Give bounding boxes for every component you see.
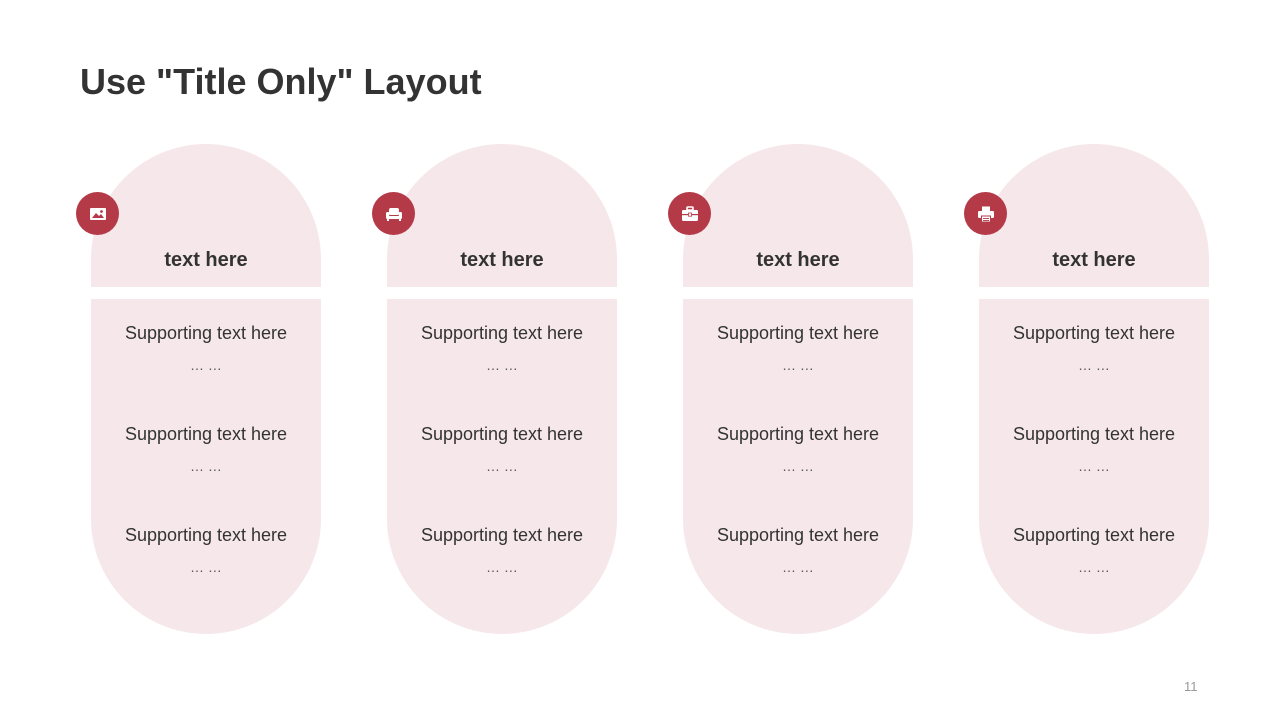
printer-icon xyxy=(977,206,994,222)
icon-badge xyxy=(372,192,415,235)
support-item: Supporting text here … … xyxy=(683,524,913,575)
support-text: Supporting text here xyxy=(420,525,584,545)
support-dots: … … xyxy=(782,559,814,575)
card-2: text here Supporting text here … … Suppo… xyxy=(372,144,617,634)
support-dots: … … xyxy=(190,458,222,474)
support-item: Supporting text here … … xyxy=(91,524,321,575)
support-item: Supporting text here … … xyxy=(979,423,1209,474)
icon-badge xyxy=(668,192,711,235)
card-4: text here Supporting text here … … Suppo… xyxy=(964,144,1209,634)
support-dots: … … xyxy=(486,458,518,474)
support-dots: … … xyxy=(782,458,814,474)
support-item: Supporting text here … … xyxy=(683,423,913,474)
support-text: Supporting text here xyxy=(716,424,880,444)
support-text: Supporting text here xyxy=(1012,323,1176,343)
support-dots: … … xyxy=(782,357,814,373)
support-item: Supporting text here … … xyxy=(979,524,1209,575)
armchair-icon xyxy=(385,207,402,221)
support-item: Supporting text here … … xyxy=(683,322,913,373)
support-item: Supporting text here … … xyxy=(387,524,617,575)
support-text: Supporting text here xyxy=(1012,525,1176,545)
support-dots: … … xyxy=(190,559,222,575)
support-dots: … … xyxy=(486,357,518,373)
support-dots: … … xyxy=(1078,458,1110,474)
support-item: Supporting text here … … xyxy=(387,423,617,474)
card-bottom-panel xyxy=(91,299,321,634)
card-heading: text here xyxy=(460,249,544,271)
icon-badge xyxy=(76,192,119,235)
page-number: 11 xyxy=(1184,679,1198,694)
image-icon xyxy=(89,207,106,220)
support-text: Supporting text here xyxy=(716,525,880,545)
card-bottom-panel xyxy=(683,299,913,634)
support-text: Supporting text here xyxy=(124,424,288,444)
support-text: Supporting text here xyxy=(124,525,288,545)
support-item: Supporting text here … … xyxy=(979,322,1209,373)
slide-title: Use "Title Only" Layout xyxy=(80,61,482,102)
support-item: Supporting text here … … xyxy=(91,423,321,474)
support-text: Supporting text here xyxy=(1012,424,1176,444)
support-text: Supporting text here xyxy=(420,323,584,343)
support-text: Supporting text here xyxy=(716,323,880,343)
card-heading: text here xyxy=(756,249,840,271)
support-dots: … … xyxy=(1078,357,1110,373)
card-bottom-panel xyxy=(387,299,617,634)
toolbox-icon xyxy=(681,205,698,221)
support-text: Supporting text here xyxy=(420,424,584,444)
support-item: Supporting text here … … xyxy=(387,322,617,373)
support-dots: … … xyxy=(190,357,222,373)
support-dots: … … xyxy=(486,559,518,575)
icon-badge xyxy=(964,192,1007,235)
card-heading: text here xyxy=(164,249,248,271)
card-bottom-panel xyxy=(979,299,1209,634)
card-3: text here Supporting text here … … Suppo… xyxy=(668,144,913,634)
card-heading: text here xyxy=(1052,249,1136,271)
support-dots: … … xyxy=(1078,559,1110,575)
card-1: text here Supporting text here … … Suppo… xyxy=(76,144,321,634)
support-text: Supporting text here xyxy=(124,323,288,343)
support-item: Supporting text here … … xyxy=(91,322,321,373)
